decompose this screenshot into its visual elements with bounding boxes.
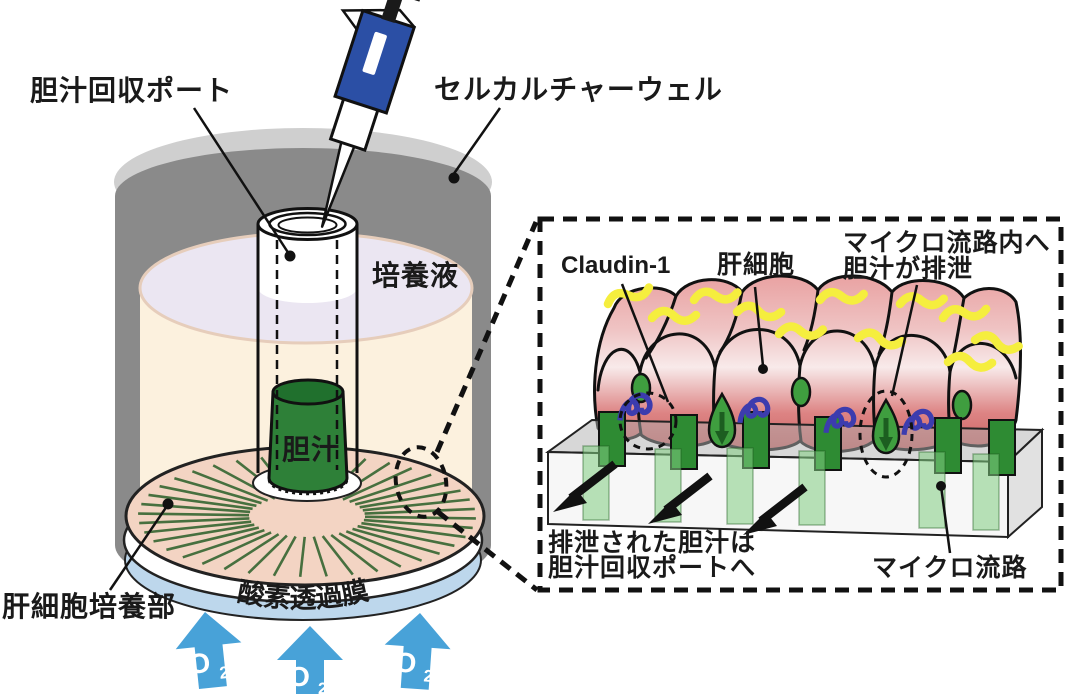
claudin-highlight-circle	[618, 391, 678, 451]
bile-port-label: 胆汁回収ポート	[30, 75, 233, 106]
claudin-ovals	[630, 372, 973, 421]
hepatocyte-label: 肝細胞	[717, 251, 795, 279]
excretion-label-line1: マイクロ流路内へ	[843, 229, 1051, 257]
well-callout: セルカルチャーウェル	[434, 74, 723, 184]
bile-port-tube	[256, 207, 359, 473]
claudin-callout: Claudin-1	[561, 252, 670, 403]
bile-flow-arrows	[553, 460, 808, 535]
hepatocyte-area-label: 肝細胞培養部	[2, 590, 176, 622]
svg-text:2: 2	[218, 663, 229, 683]
microchannel-label: マイクロ流路	[872, 554, 1028, 582]
zoom-callout-connectors	[393, 221, 539, 592]
hepatocyte-callout: 肝細胞	[717, 251, 795, 374]
pipette	[320, 0, 424, 228]
o2-arrow: O 2	[175, 612, 242, 690]
bile-cylinder-top	[271, 378, 345, 406]
bile-label: 胆汁	[282, 434, 340, 465]
svg-text:O: O	[394, 646, 418, 678]
excretion-callout: マイクロ流路内へ 胆汁が排泄	[843, 229, 1051, 397]
claudin-label: Claudin-1	[561, 252, 670, 279]
svg-text:O: O	[187, 647, 212, 680]
excreted-bile-note-line2: 胆汁回収ポートへ	[548, 553, 756, 582]
svg-text:2: 2	[318, 679, 327, 694]
culture-medium-label: 培養液	[372, 259, 459, 291]
excreted-bile-note: 排泄された胆汁は 胆汁回収ポートへ	[548, 529, 756, 582]
droplet-highlight-ellipse	[858, 389, 914, 479]
excreted-bile-note-line1: 排泄された胆汁は	[548, 529, 756, 557]
bile-cylinder-base-edge	[267, 479, 349, 496]
o2-arrow: O 2	[384, 613, 451, 690]
o2-arrow: O 2	[277, 626, 343, 694]
inset-panel: Claudin-1 肝細胞 マイクロ流路内へ 胆汁が排泄 排泄された胆汁は 胆汁…	[537, 216, 1064, 593]
excretion-label-line2: 胆汁が排泄	[843, 254, 973, 283]
hepatocyte-area-callout: 肝細胞培養部	[2, 498, 176, 622]
microchannel-callout: マイクロ流路	[872, 481, 1028, 582]
svg-text:2: 2	[423, 666, 434, 686]
pipette-plunger-stem	[381, 0, 404, 24]
pipette-window	[362, 31, 387, 75]
well-label: セルカルチャーウェル	[434, 74, 723, 105]
svg-text:O: O	[288, 661, 310, 692]
bile-port-callout: 胆汁回収ポート	[30, 75, 296, 262]
